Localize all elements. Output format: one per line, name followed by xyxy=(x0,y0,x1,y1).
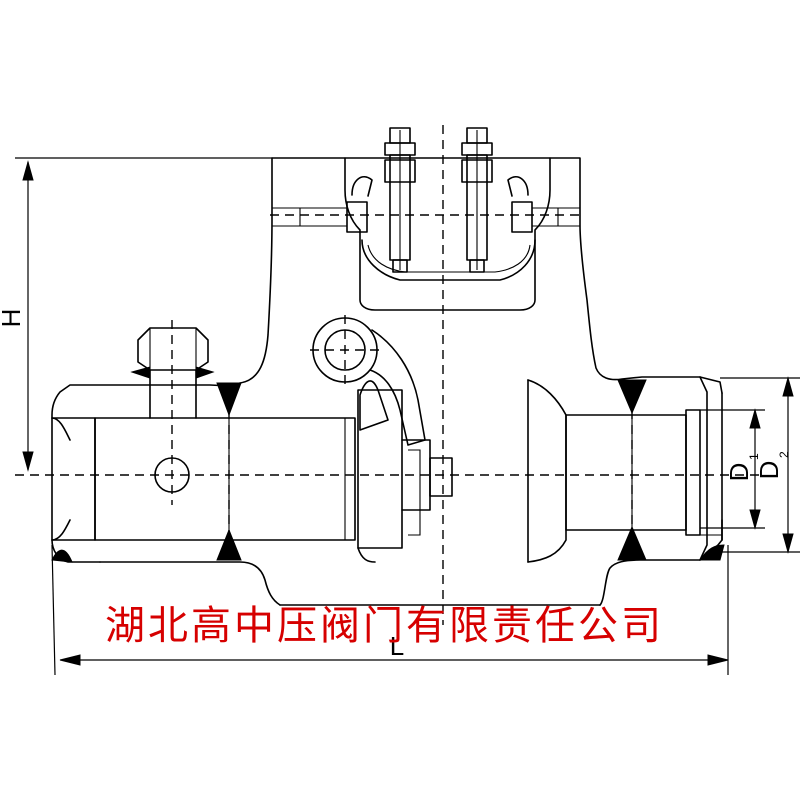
dimension-h-label: H xyxy=(0,309,26,328)
bonnet-interior xyxy=(272,157,580,311)
bonnet-bolts xyxy=(384,127,493,273)
weld-marks xyxy=(51,366,725,563)
dimension-length: L xyxy=(51,544,729,676)
valve-body-outline xyxy=(51,157,723,606)
right-pipe xyxy=(527,379,722,563)
dimension-l-label: L xyxy=(390,631,404,661)
company-name: 湖北高中压阀门有限责任公司 xyxy=(105,603,664,649)
centerlines xyxy=(15,125,765,625)
dimension-d1-label: D xyxy=(724,463,754,482)
dimension-diameters: D 1 D 2 xyxy=(700,376,800,554)
dimension-height: H xyxy=(0,157,272,472)
disc-hinge xyxy=(312,317,453,563)
dimension-d1-subscript: 1 xyxy=(747,453,761,460)
left-pipe xyxy=(51,327,356,541)
dimension-d2-label: D xyxy=(754,461,784,480)
dimension-d2-subscript: 2 xyxy=(777,451,791,458)
